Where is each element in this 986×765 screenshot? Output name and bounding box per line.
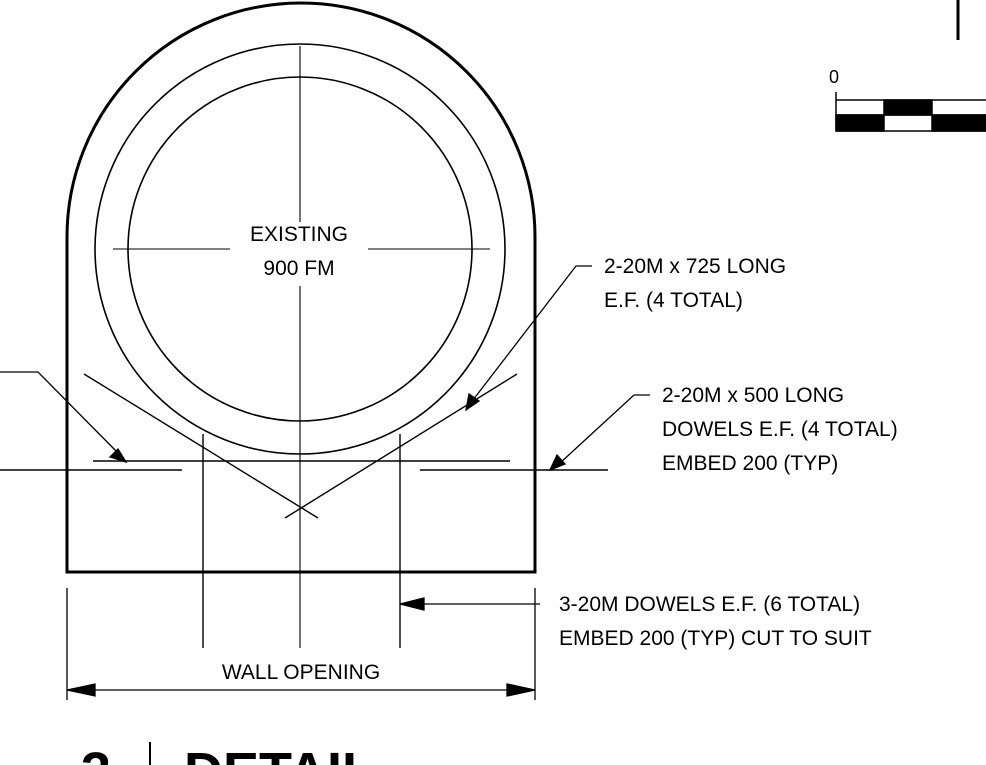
center-label-line2: 900 FM [263,257,334,280]
leader-left [0,371,128,464]
leader-500 [548,394,650,472]
diagonal-rebars [83,373,518,519]
callout-500-line1: 2-20M x 500 LONG [662,384,844,407]
scale-zero-label: 0 [829,67,839,87]
detail-number: 3 [81,742,111,765]
vertical-dowels [202,434,401,648]
callout-3-20m-line1: 3-20M DOWELS E.F. (6 TOTAL) [559,593,860,616]
callout-3-20m-line2: EMBED 200 (TYP) CUT TO SUIT [559,627,872,650]
leader-725 [465,265,592,412]
callout-725-line2: E.F. (4 TOTAL) [604,289,743,312]
callout-500-line2: DOWELS E.F. (4 TOTAL) [662,418,898,441]
center-label-line1: EXISTING [250,223,348,246]
pipe-centerlines [113,46,490,648]
horizontal-rebars [0,460,608,471]
wall-opening-label: WALL OPENING [222,661,380,684]
encasement-outline [65,1,537,574]
wall-opening-dimension [66,588,536,700]
scale-bar [835,92,986,132]
callout-725-line1: 2-20M x 725 LONG [604,255,786,278]
leader-3-20m [399,597,540,611]
callout-500-line3: EMBED 200 (TYP) [662,452,838,475]
detail-title: DETAIL [184,742,375,765]
